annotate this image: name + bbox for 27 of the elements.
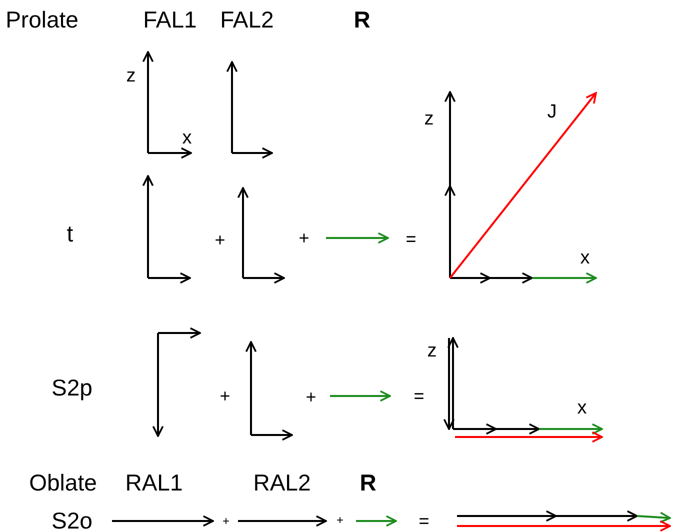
row-label: t (66, 222, 74, 246)
column-heading: RAL2 (253, 472, 311, 494)
row-heading: Prolate (6, 8, 78, 32)
plus-sign: + (220, 387, 230, 405)
equals-sign: = (418, 512, 430, 530)
plus-sign: + (306, 388, 316, 406)
axis-label: z (427, 342, 437, 360)
column-heading: R (360, 472, 376, 494)
plus-sign: + (298, 229, 310, 247)
column-heading: FAL1 (143, 8, 197, 32)
plus-sign: + (214, 231, 226, 249)
equals-sign: = (414, 387, 424, 405)
column-heading: R (354, 8, 370, 32)
axis-label: x (577, 398, 587, 418)
equals-sign: = (406, 230, 416, 248)
plus-sign: + (222, 515, 230, 527)
axis-label: x (580, 248, 590, 268)
axis-label: x (182, 128, 192, 148)
row-heading: Oblate (29, 472, 97, 494)
row-label: S2o (52, 510, 92, 532)
column-heading: RAL1 (125, 472, 183, 494)
column-heading: FAL2 (220, 8, 274, 32)
plus-sign: + (336, 514, 344, 526)
vector-label: J (547, 102, 557, 122)
axis-label: z (126, 66, 136, 86)
axis-label: z (424, 110, 434, 128)
row-label: S2p (52, 376, 92, 400)
